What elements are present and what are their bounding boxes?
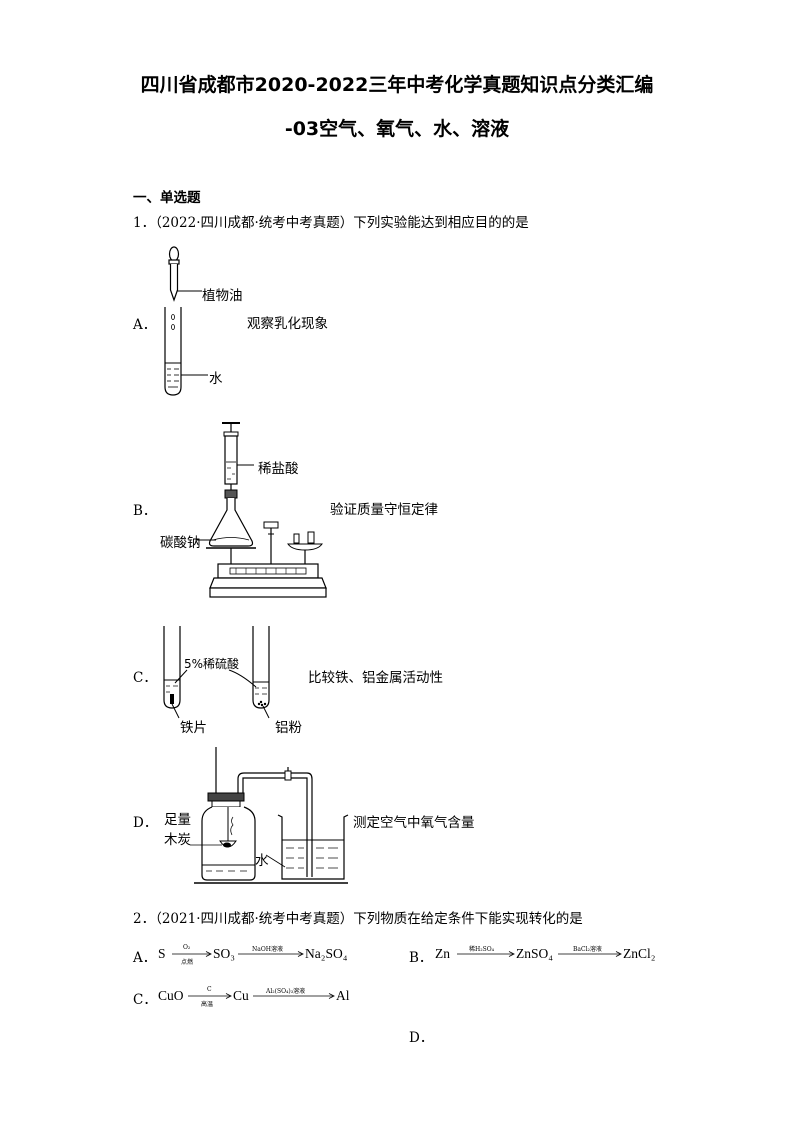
balance-flask-syringe-diagram <box>196 422 327 598</box>
label-sodium-carbonate: 碳酸钠 <box>160 535 201 551</box>
q2-b-reactant: Zn <box>435 946 450 961</box>
q2-b-condition-above1: 稀H₂SO₄ <box>469 946 495 953</box>
label-water-a: 水 <box>209 371 223 387</box>
q2-b-arrow2 <box>558 951 622 957</box>
q2-option-d-letter: D． <box>409 1030 434 1046</box>
q2-a-condition-above2: NaOH溶液 <box>252 946 283 953</box>
question-1-stem: 1．（2022·四川成都·统考中考真题）下列实验能达到相应目的的是 <box>133 215 529 231</box>
label-water-d: 水 <box>255 853 269 869</box>
section-heading: 一、单选题 <box>133 190 201 206</box>
label-aluminum-powder: 铝粉 <box>275 720 302 736</box>
label-iron-sheet: 铁片 <box>180 720 207 736</box>
q2-a-condition-above1: O₂ <box>183 944 191 951</box>
q2-option-b-letter: B． <box>409 950 433 966</box>
q2-c-product: Al <box>336 988 350 1003</box>
q2-c-arrow2 <box>253 993 335 999</box>
q1-option-c-letter: C． <box>133 670 157 686</box>
q2-c-condition-below1: 高温 <box>201 1001 214 1008</box>
q1-option-a-letter: A． <box>133 317 157 333</box>
test-tubes-fe-al-diagram <box>163 626 270 719</box>
label-sufficient: 足量 <box>164 812 191 828</box>
q2-a-arrow1 <box>172 951 212 957</box>
label-5pct-sulfuric-acid: 5%稀硫酸 <box>184 657 240 671</box>
dropper-test-tube-diagram <box>164 246 208 396</box>
document-title-line2: -03空气、氧气、水、溶液 <box>284 118 510 140</box>
q2-a-reactant: S <box>158 946 166 961</box>
q2-c-condition-above1: C <box>207 986 212 993</box>
q2-c-arrow1 <box>188 993 232 999</box>
q2-a-product: Na₂SO₄ <box>305 946 348 961</box>
q2-option-a-letter: A． <box>133 950 157 966</box>
q2-a-intermediate: SO₃ <box>213 946 235 961</box>
q1-option-d-letter: D． <box>133 815 158 831</box>
bottle-beaker-oxygen-diagram <box>190 747 349 884</box>
q1-option-b-purpose: 验证质量守恒定律 <box>330 502 438 518</box>
q2-a-arrow2 <box>238 951 304 957</box>
question-2-stem: 2．（2021·四川成都·统考中考真题）下列物质在给定条件下能实现转化的是 <box>133 911 583 927</box>
q2-c-condition-above2: Al₂(SO₄)₃溶液 <box>266 988 306 995</box>
q2-b-intermediate: ZnSO₄ <box>516 946 553 961</box>
q2-b-product: ZnCl₂ <box>623 946 656 961</box>
q2-b-condition-above2: BaCl₂溶液 <box>573 946 602 953</box>
q1-option-b-letter: B． <box>133 503 157 519</box>
label-charcoal: 木炭 <box>164 832 191 848</box>
label-dilute-hcl: 稀盐酸 <box>258 461 299 477</box>
q2-c-reactant: CuO <box>158 988 184 1003</box>
q1-option-d-purpose: 测定空气中氧气含量 <box>353 815 475 831</box>
q1-option-c-purpose: 比较铁、铝金属活动性 <box>308 670 443 686</box>
q2-option-c-letter: C． <box>133 992 157 1008</box>
q2-c-intermediate: Cu <box>233 988 249 1003</box>
label-vegetable-oil: 植物油 <box>202 288 243 304</box>
q1-option-a-purpose: 观察乳化现象 <box>247 316 328 332</box>
q2-b-arrow1 <box>457 951 515 957</box>
q2-a-condition-below1: 点燃 <box>181 959 194 966</box>
document-title-line1: 四川省成都市2020-2022三年中考化学真题知识点分类汇编 <box>140 74 654 96</box>
